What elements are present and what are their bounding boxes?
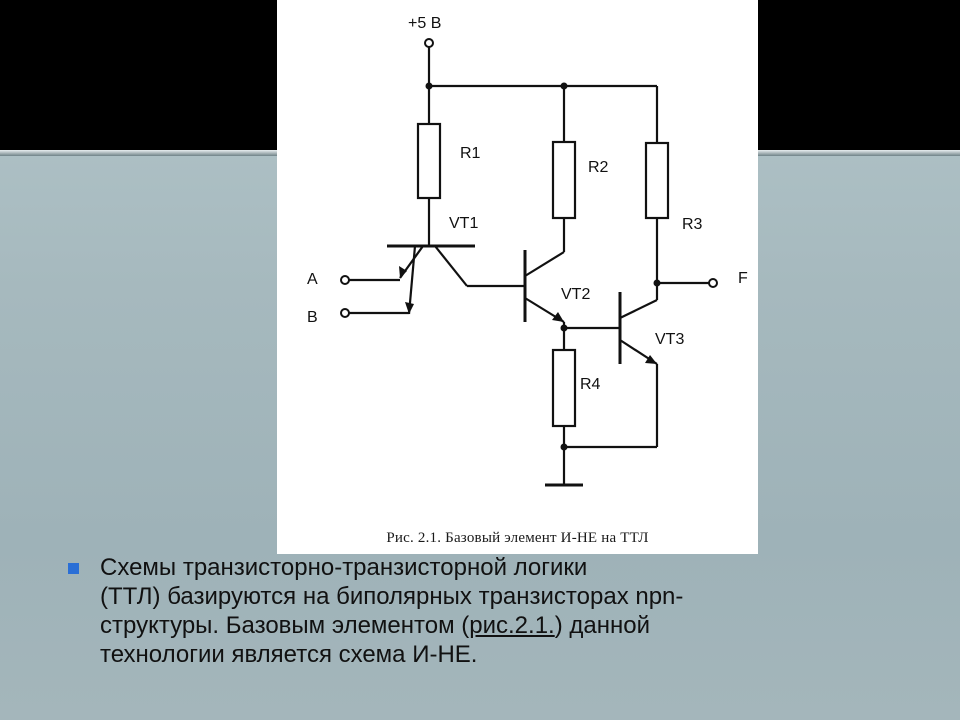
label-vt1: VT1 <box>449 215 478 232</box>
label-supply: +5 В <box>408 15 441 32</box>
label-r2: R2 <box>588 159 609 176</box>
bullet-square-icon <box>68 563 79 574</box>
figure-reference-link[interactable]: рис.2.1. <box>469 612 555 639</box>
label-vt3: VT3 <box>655 331 684 348</box>
text-line-2: (ТТЛ) базируются на биполярных транзисто… <box>100 583 684 610</box>
circuit-figure: +5 В R1 R2 R3 R4 VT1 VT2 VT3 A B F Рис. … <box>277 0 758 554</box>
resistors <box>416 122 670 428</box>
label-r1: R1 <box>460 145 481 162</box>
text-line-3-start: структуры. Базовым элементом ( <box>100 612 470 639</box>
text-line-1: Схемы транзисторно-транзисторной логики <box>100 554 588 581</box>
label-r3: R3 <box>682 216 703 233</box>
resistor-r4 <box>551 348 577 428</box>
text-line-4: технологии является схема И-НЕ. <box>100 641 478 668</box>
emitter-arrows <box>399 266 657 364</box>
resistor-r3 <box>644 141 670 220</box>
text-line-3: структуры. Базовым элементом (рис.2.1.) … <box>100 611 860 640</box>
text-line-3-end: ) данной <box>554 612 650 639</box>
input-b-terminal <box>340 308 350 318</box>
figure-caption: Рис. 2.1. Базовый элемент И-НЕ на ТТЛ <box>386 530 649 546</box>
resistor-r2 <box>551 140 577 220</box>
resistor-r1 <box>416 122 442 200</box>
label-r4: R4 <box>580 376 601 393</box>
input-a-terminal <box>340 275 350 285</box>
label-output-f: F <box>738 270 748 287</box>
circuit-labels: +5 В R1 R2 R3 R4 VT1 VT2 VT3 A B F <box>307 15 748 393</box>
circuit-wires <box>349 46 709 487</box>
label-vt2: VT2 <box>561 286 590 303</box>
label-input-a: A <box>307 271 318 288</box>
label-input-b: B <box>307 309 318 326</box>
body-paragraph: Схемы транзисторно-транзисторной логики … <box>100 553 860 669</box>
output-f-terminal <box>708 278 718 288</box>
terminals <box>340 38 718 318</box>
ttl-nand-circuit-diagram: +5 В R1 R2 R3 R4 VT1 VT2 VT3 A B F <box>307 15 748 487</box>
junction-dots <box>425 82 661 451</box>
supply-terminal <box>424 38 434 48</box>
